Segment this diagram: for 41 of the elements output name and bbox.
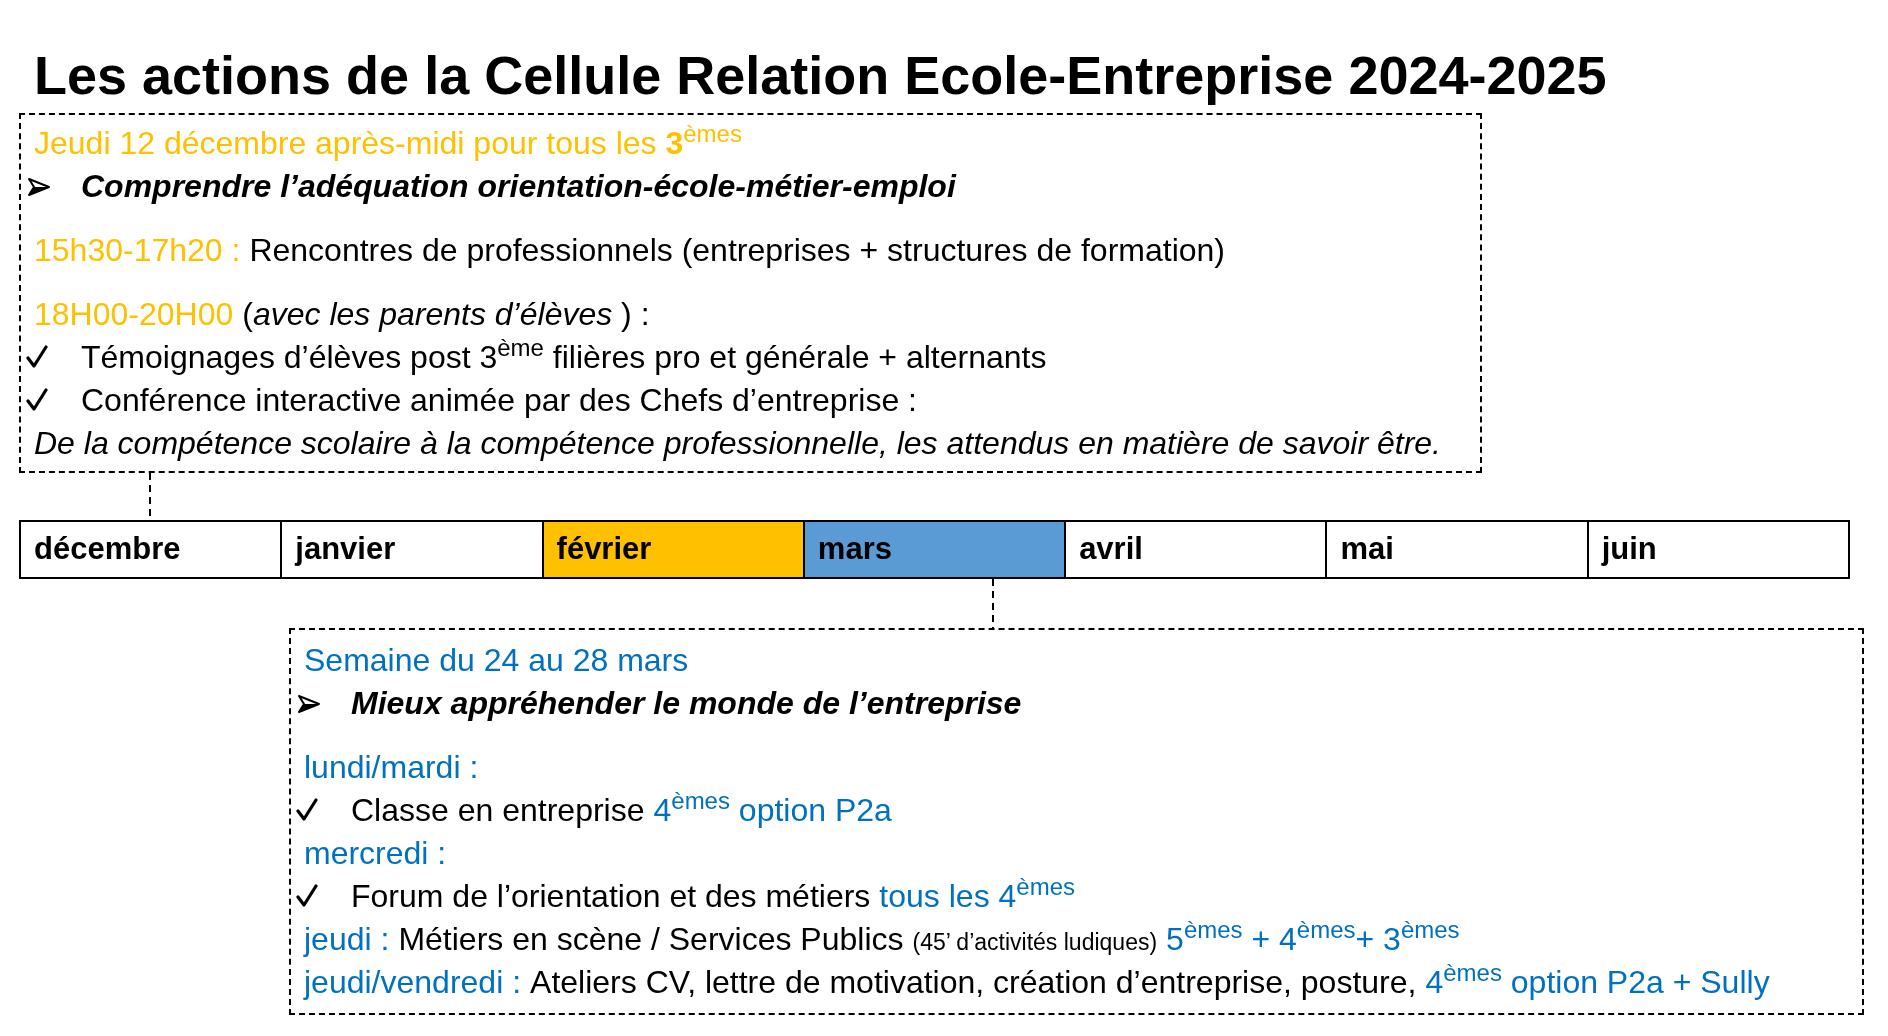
activity-text: Rencontres de professionnels (entreprises + structures de formation) xyxy=(249,231,1225,270)
class-level-text: 4$^{èmes}$ option P2a + Sully xyxy=(1425,961,1770,1002)
dashed-connector xyxy=(992,578,994,629)
time-slot-label: 15h30-17h20 : xyxy=(34,231,241,270)
activity-text: Ateliers CV, lettre de motivation, création d’entreprise, posture, xyxy=(530,963,1417,1002)
month-cell xyxy=(280,520,542,579)
day-label: jeudi/vendredi : xyxy=(304,963,522,1002)
month-cell xyxy=(19,520,281,579)
month-label: mai xyxy=(1340,530,1394,569)
month-label: juin xyxy=(1601,530,1657,569)
month-label: avril xyxy=(1079,530,1143,569)
month-label: décembre xyxy=(34,530,181,569)
activity-text: Métiers en scène / Services Publics xyxy=(398,920,904,959)
list-item-text: Conférence interactive animée par des Chefs d’entreprise : xyxy=(81,381,917,420)
day-label: lundi/mardi : xyxy=(304,748,479,787)
audience-note: (avec les parents d’élèves ) : xyxy=(242,295,650,334)
class-level-text: 4$^{èmes}$ option P2a xyxy=(653,789,892,830)
list-item-text: Témoignages d’élèves post 3$^{ème}$ filières pro et générale + alternants xyxy=(81,336,1047,377)
month-label: février xyxy=(556,530,652,569)
month-label: mars xyxy=(817,530,892,569)
class-level-text: 5$^{èmes}$ + 4$^{èmes}$+ 3$^{èmes}$ xyxy=(1166,918,1460,959)
month-cell xyxy=(541,520,803,579)
day-label: jeudi : xyxy=(304,920,390,959)
day-label: mercredi : xyxy=(304,834,447,873)
objective-heading: Mieux appréhender le monde de l’entreprise xyxy=(351,684,1022,723)
dashed-event-box xyxy=(19,113,1482,473)
month-cell xyxy=(1586,520,1850,579)
list-item-text: Forum de l’orientation et des métiers xyxy=(351,877,871,916)
month-cell xyxy=(1325,520,1587,579)
month-label: janvier xyxy=(295,530,396,569)
dashed-event-box xyxy=(289,628,1864,1015)
event-date-heading: Jeudi 12 décembre après-midi pour tous les 3$^{èmes}$ xyxy=(34,122,742,163)
conference-subtitle: De la compétence scolaire à la compétence professionnelle, les attendus en matière de savoir être. xyxy=(34,424,1441,463)
objective-heading: Comprendre l’adéquation orientation-école-métier-emploi xyxy=(81,167,956,206)
time-slot-label: 18H00-20H00 xyxy=(34,295,234,334)
event-week-heading: Semaine du 24 au 28 mars xyxy=(304,641,689,680)
month-cell xyxy=(1064,520,1326,579)
month-cell xyxy=(802,520,1065,579)
duration-note: (45’ d’activités ludiques) xyxy=(912,928,1158,957)
list-item-text: Classe en entreprise xyxy=(351,791,645,830)
class-level-text: tous les 4$^{èmes}$ xyxy=(879,875,1075,916)
